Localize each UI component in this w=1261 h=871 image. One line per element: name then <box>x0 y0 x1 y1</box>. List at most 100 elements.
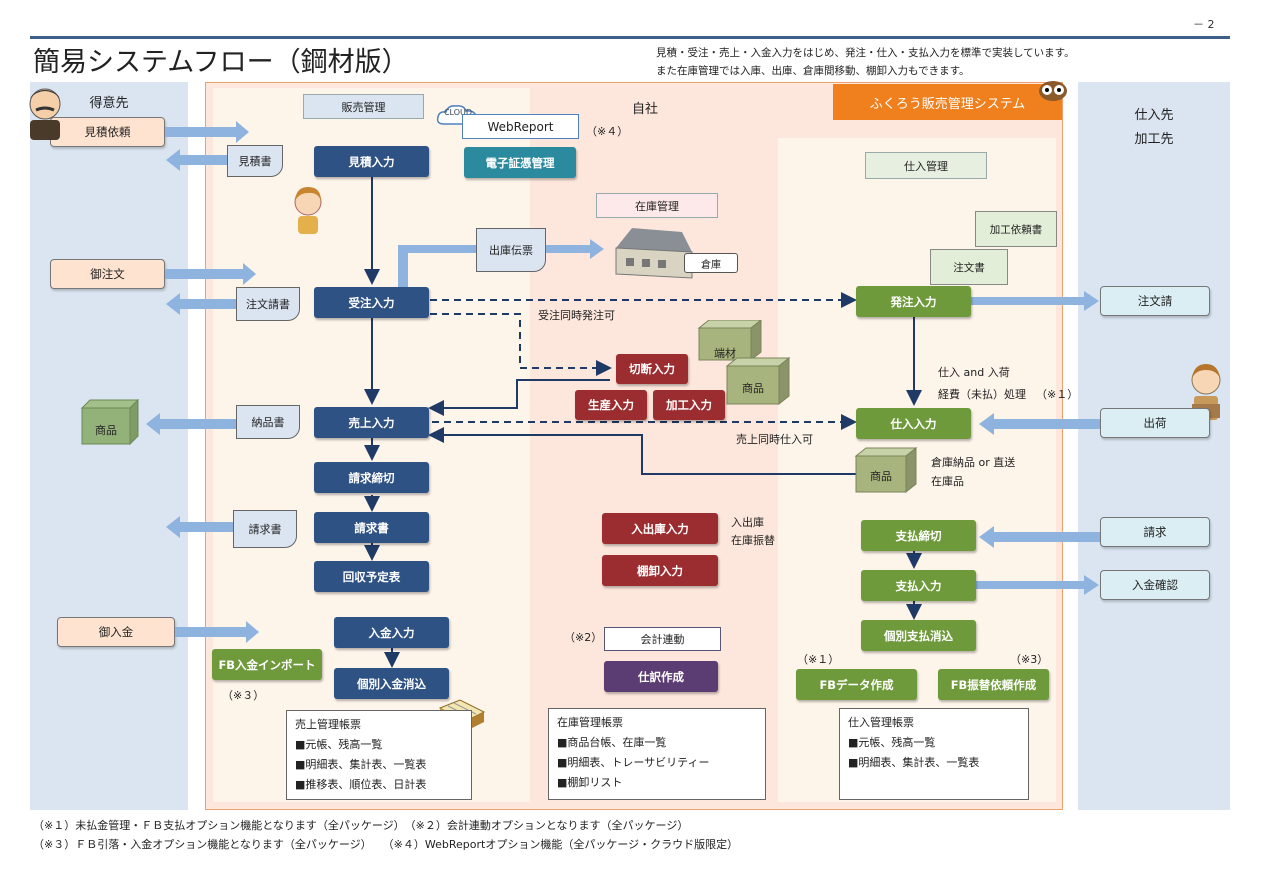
page-number: － 2 <box>1193 18 1215 31</box>
footnote-2: （※３）ＦＢ引落・入金オプション機能となります（全パッケージ） （※４）WebR… <box>33 838 739 851</box>
title-rule <box>30 36 1230 39</box>
description-line-1: 見積・受注・売上・入金入力をはじめ、発注・仕入・支払入力を標準で実装しています。 <box>656 47 1075 59</box>
sales-report-item: ■推移表、順位表、日計表 <box>295 778 427 791</box>
footnote-1: （※１）未払金管理・ＦＢ支払オプション機能となります（全パッケージ） （※２）会… <box>33 819 689 832</box>
inventory-count-node: 棚卸入力 <box>602 555 718 586</box>
stock-io-note: 入出庫 在庫振替 <box>731 514 775 550</box>
owl-icon <box>1039 81 1067 101</box>
customer-order: 御注文 <box>50 259 165 289</box>
stock-goods-note: 在庫品 <box>931 475 964 488</box>
expense-note-text: 経費（未払）処理 <box>938 388 1026 401</box>
purchase-order-entry-node: 発注入力 <box>856 286 971 317</box>
note-2: （※2） <box>564 631 603 644</box>
stock-goods-label: 商品 <box>742 382 764 395</box>
customer-payment: 御入金 <box>57 617 175 647</box>
purchase-goods-label: 商品 <box>870 470 892 483</box>
expense-note: 経費（未払）処理 （※１） <box>938 386 1078 402</box>
inventory-management-header: 在庫管理 <box>596 193 718 218</box>
goods-cube-icon <box>80 398 140 446</box>
fb-receipt-import-node: FB入金インポート <box>212 649 322 680</box>
customer-goods-label: 商品 <box>95 424 117 437</box>
sales-reports-box: 売上管理帳票 ■元帳、残高一覧 ■明細表、集計表、一覧表 ■推移表、順位表、日計… <box>286 710 472 800</box>
sales-simultaneous-note: 売上同時仕入可 <box>736 433 813 446</box>
stock-cubes-icon <box>697 320 791 406</box>
purchase-report-item: ■元帳、残高一覧 <box>848 736 936 749</box>
supplier-label: 仕入先 <box>1134 108 1174 123</box>
customer-person-icon <box>29 88 61 140</box>
estimate-doc: 見積書 <box>227 145 283 177</box>
production-entry-node: 生産入力 <box>575 390 647 420</box>
inventory-report-item: ■明細表、トレーサビリティー <box>557 756 710 769</box>
description-line-2: また在庫管理では入庫、出庫、倉庫間移動、棚卸入力もできます。 <box>656 65 970 77</box>
company-lane-label: 自社 <box>631 102 658 117</box>
order-simultaneous-note: 受注同時発注可 <box>538 309 615 322</box>
purchase-reports-box: 仕入管理帳票 ■元帳、残高一覧 ■明細表、集計表、一覧表 <box>839 708 1029 800</box>
delivery-note-doc: 納品書 <box>236 405 300 439</box>
fb-data-node: FBデータ作成 <box>796 669 917 700</box>
shipment: 出荷 <box>1100 408 1210 438</box>
accounting-link-header: 会計連動 <box>604 627 721 651</box>
supplier-lane-label: 仕入先 加工先 <box>1078 104 1230 152</box>
inventory-report-item: ■棚卸リスト <box>557 776 623 789</box>
note-4: （※４） <box>586 125 629 138</box>
customer-lane <box>30 82 188 810</box>
receipt-entry-node: 入金入力 <box>334 617 449 648</box>
order-acknowledgement: 注文請 <box>1100 286 1210 316</box>
order-confirmation-doc: 注文請書 <box>236 287 300 321</box>
billing-close-node: 請求締切 <box>314 462 429 493</box>
purchase-order-doc: 注文書 <box>930 249 1008 285</box>
customer-lane-label: 得意先 <box>89 96 129 111</box>
processing-entry-node: 加工入力 <box>653 390 725 420</box>
stock-io-entry-node: 入出庫入力 <box>602 513 718 544</box>
cloud-label: CLOUD <box>443 108 473 117</box>
collection-schedule-node: 回収予定表 <box>314 561 429 592</box>
note-3-left: （※３） <box>222 689 265 702</box>
page-title: 簡易システムフロー（鋼材版） <box>33 47 409 78</box>
sales-report-item: ■元帳、残高一覧 <box>295 738 383 751</box>
sales-management-header: 販売管理 <box>303 94 424 119</box>
warehouse-direct-note: 倉庫納品 or 直送 <box>931 456 1016 469</box>
journal-creation-node: 仕訳作成 <box>604 661 718 692</box>
purchase-management-header: 仕入管理 <box>865 152 987 179</box>
webreport-box: WebReport <box>462 114 579 139</box>
warehouse-icon <box>615 228 693 279</box>
warehouse-label: 倉庫 <box>684 253 738 273</box>
description: 見積・受注・売上・入金入力をはじめ、発注・仕入・支払入力を標準で実装しています。… <box>656 44 1075 80</box>
shipping-slip-doc: 出庫伝票 <box>476 228 546 272</box>
sales-report-item: ■明細表、集計表、一覧表 <box>295 758 427 771</box>
staff-person-icon <box>294 187 322 234</box>
cut-entry-node: 切断入力 <box>616 354 688 384</box>
stock-io-note-line-2: 在庫振替 <box>731 534 775 547</box>
brand-banner: ふくろう販売管理システム <box>833 84 1062 120</box>
purchase-goods-cube-icon <box>854 446 918 494</box>
purchase-entry-node: 仕入入力 <box>856 408 971 439</box>
sales-entry-node: 売上入力 <box>314 407 429 438</box>
note-3-right: （※3） <box>1010 653 1049 666</box>
payment-confirmation: 入金確認 <box>1100 570 1210 600</box>
offcut-label: 端材 <box>714 347 736 360</box>
evidence-management-node: 電子証憑管理 <box>464 147 576 178</box>
processor-label: 加工先 <box>1134 132 1174 147</box>
order-entry-node: 受注入力 <box>314 287 429 318</box>
fb-transfer-node: FB振替依頼作成 <box>938 669 1049 700</box>
invoice-doc: 請求書 <box>233 510 297 548</box>
inventory-reports-title: 在庫管理帳票 <box>557 716 623 729</box>
purchase-arrival-note: 仕入 and 入荷 <box>938 366 1010 379</box>
estimate-request: 見積依頼 <box>50 117 165 147</box>
payment-clear-node: 個別支払消込 <box>861 620 976 651</box>
note-1: （※１） <box>797 653 840 666</box>
stock-io-note-line-1: 入出庫 <box>731 516 764 529</box>
receipt-clear-node: 個別入金消込 <box>334 668 449 699</box>
sales-reports-title: 売上管理帳票 <box>295 718 361 731</box>
inventory-report-item: ■商品台帳、在庫一覧 <box>557 736 667 749</box>
invoice-node: 請求書 <box>314 512 429 543</box>
purchase-report-item: ■明細表、集計表、一覧表 <box>848 756 980 769</box>
expense-note-ref: （※１） <box>1036 388 1079 401</box>
inventory-reports-box: 在庫管理帳票 ■商品台帳、在庫一覧 ■明細表、トレーサビリティー ■棚卸リスト <box>548 708 766 800</box>
supplier-lane <box>1078 82 1230 810</box>
purchase-reports-title: 仕入管理帳票 <box>848 716 914 729</box>
payment-close-node: 支払締切 <box>861 520 976 551</box>
supplier-billing: 請求 <box>1100 517 1210 547</box>
estimate-entry-node: 見積入力 <box>314 146 429 177</box>
